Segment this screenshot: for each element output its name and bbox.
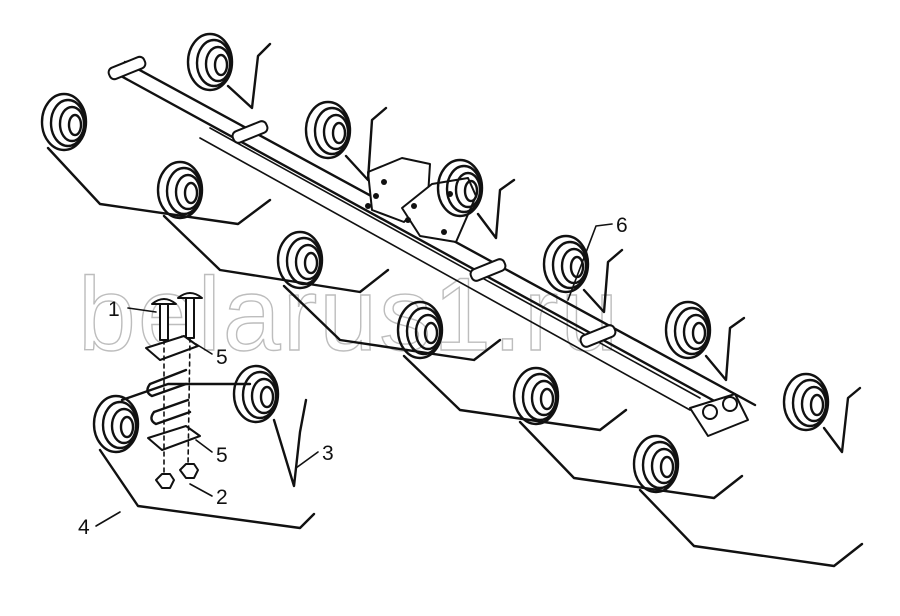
callout-leaders	[95, 223, 613, 527]
callout-3: 3	[322, 442, 334, 465]
callout-labels: 1 2 3 4 5 5 6	[78, 214, 628, 539]
callout-5-upper: 5	[216, 346, 228, 369]
callout-4: 4	[78, 516, 90, 539]
tine-set	[40, 32, 864, 568]
callout-5-lower: 5	[216, 444, 228, 467]
rake-frame	[107, 55, 757, 437]
exploded-hardware	[92, 292, 316, 530]
callout-6: 6	[616, 214, 628, 237]
callout-2: 2	[216, 486, 228, 509]
callout-1: 1	[108, 298, 120, 321]
